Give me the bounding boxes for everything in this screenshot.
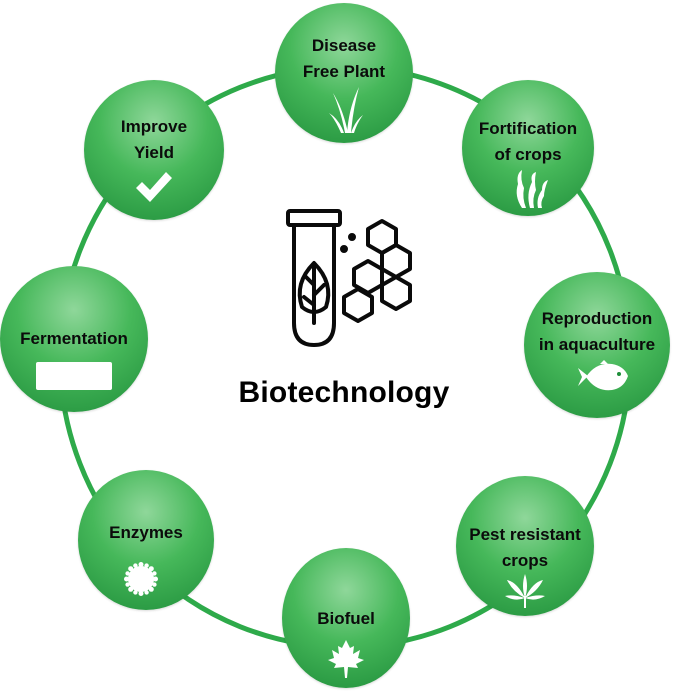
cannabis-leaf-icon (505, 574, 545, 608)
node-label-line1: Disease (311, 36, 377, 55)
node-label-line1: Fermentation (20, 329, 128, 348)
maple-leaf-icon (328, 640, 364, 678)
node-label-line2: Free Plant (302, 62, 386, 81)
node-label-line1: Pest resistant (469, 525, 581, 544)
node-improve-yield: Improve Yield (84, 80, 224, 220)
node-label-line2: crops (501, 551, 549, 570)
node-fortification-of-crops: Fortification of crops (462, 80, 594, 216)
seaweed-icon (516, 170, 548, 208)
node-label-line1: Enzymes (109, 523, 183, 542)
grass-icon (329, 87, 363, 133)
fish-icon (578, 360, 628, 391)
checkmark-icon (136, 172, 172, 202)
rectangle-icon (36, 362, 112, 390)
node-fermentation: Fermentation (0, 266, 148, 412)
test-tube-leaf-molecule-icon (286, 209, 412, 347)
node-label-line1: Fortification (478, 119, 578, 138)
node-label-line2: Yield (134, 143, 174, 162)
node-label-line2: in aquaculture (538, 335, 656, 354)
node-label-line1: Biofuel (317, 609, 375, 628)
center-title: Biotechnology (238, 376, 450, 409)
node-enzymes: Enzymes (78, 470, 214, 610)
node-label-line1: Reproduction (541, 309, 653, 328)
node-biofuel: Biofuel (282, 548, 410, 688)
gear-icon (124, 562, 158, 596)
node-pest-resistant-crops: Pest resistant crops (456, 476, 594, 616)
node-label-line2: of crops (494, 145, 562, 164)
node-reproduction-in-aquaculture: Reproduction in aquaculture (524, 272, 670, 418)
node-label-line1: Improve (120, 117, 188, 136)
node-disease-free-plant: Disease Free Plant (275, 3, 413, 143)
